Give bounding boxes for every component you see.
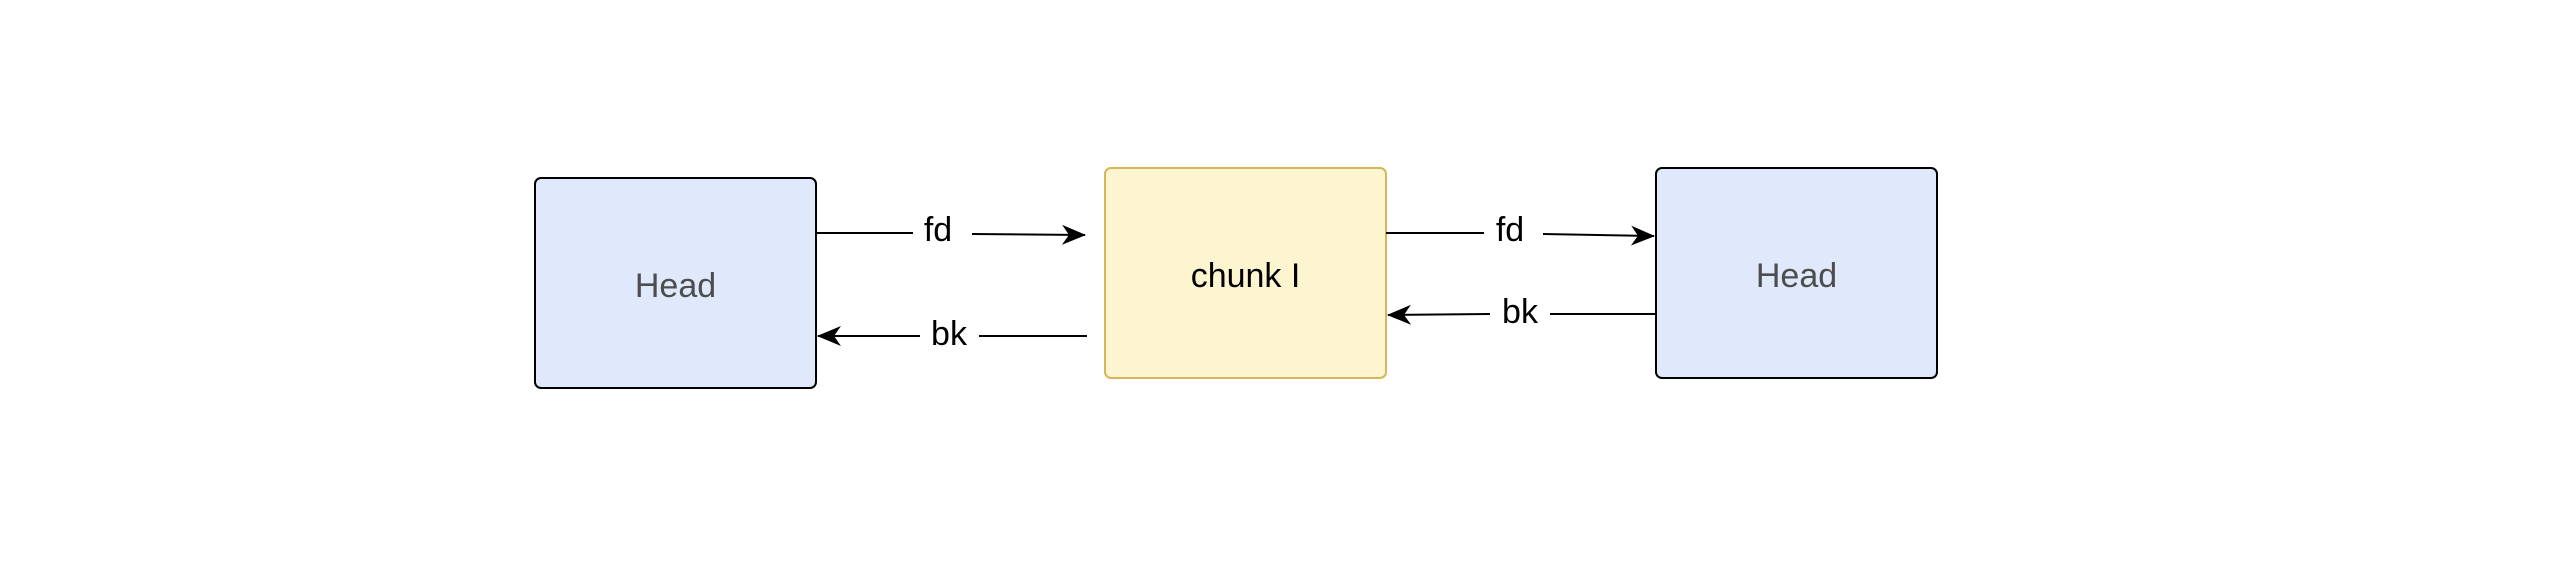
head-right-box — [1655, 167, 1938, 379]
head-right-label: Head — [1756, 257, 1837, 295]
edge-fd-right-label: fd — [1496, 211, 1524, 249]
edge-bk-right-line-b — [1387, 304, 1491, 325]
node-chunk: chunk I — [1104, 167, 1387, 379]
edge-bk-left-label: bk — [931, 315, 968, 353]
edge-bk-right-label: bk — [1502, 293, 1539, 331]
edge-fd-left: fd — [816, 211, 1086, 249]
head-left-box — [534, 177, 817, 389]
edge-bk-right: bk — [1387, 293, 1656, 331]
edge-fd-left-label: fd — [924, 211, 952, 249]
edge-fd-left-line-b — [971, 224, 1086, 245]
node-head-left: Head — [534, 177, 817, 389]
edge-bk-left: bk — [817, 315, 1087, 353]
edge-fd-right: fd — [1386, 211, 1655, 249]
head-left-label: Head — [635, 267, 716, 305]
node-head-right: Head — [1655, 167, 1938, 379]
chunk-box — [1104, 167, 1387, 379]
chunk-label: chunk I — [1191, 257, 1301, 295]
edge-fd-right-line-b — [1542, 225, 1655, 246]
